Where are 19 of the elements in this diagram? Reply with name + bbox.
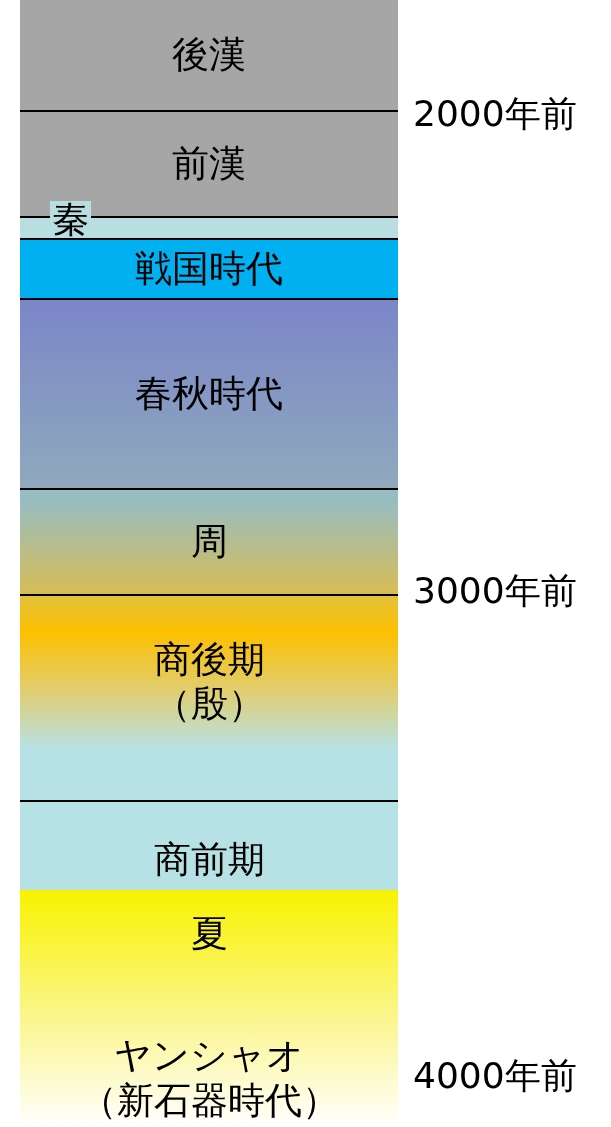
period-band [20, 0, 398, 110]
period-label: 後漢 [172, 32, 246, 78]
period-label: 前漢 [172, 141, 246, 187]
period-band [20, 488, 398, 594]
period-label: 夏 [190, 912, 228, 957]
period-band [20, 890, 398, 1127]
period-label: 商後期（殷） [153, 638, 265, 727]
period-label: 戦国時代 [135, 246, 283, 292]
period-label: 春秋時代 [135, 371, 283, 417]
period-band [20, 800, 398, 890]
period-label: ヤンシャオ（新石器時代） [79, 1034, 339, 1123]
period-band [20, 594, 398, 800]
year-label: 2000年前 [413, 96, 577, 132]
period-label: 周 [190, 519, 228, 565]
period-band [20, 238, 398, 298]
year-label: 3000年前 [413, 573, 577, 609]
period-label: 秦 [50, 201, 91, 238]
period-label: 商前期 [153, 837, 265, 882]
period-band [20, 298, 398, 488]
